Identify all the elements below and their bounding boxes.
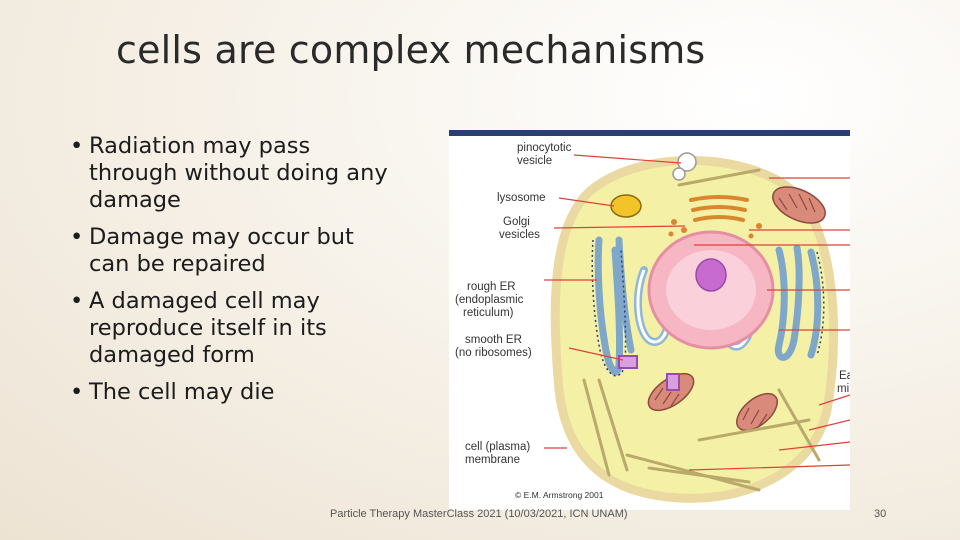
- bullet-item: •A damaged cell may reproduce itself in …: [70, 288, 400, 369]
- bullet-text: Radiation may pass through without doing…: [89, 133, 388, 213]
- label-cut-bottom: mi: [837, 383, 849, 395]
- label-endoplasmic: (endoplasmic: [455, 294, 524, 306]
- slide-footer: Particle Therapy MasterClass 2021 (10/03…: [330, 508, 628, 520]
- label-pointers: [544, 154, 850, 471]
- label-vesicle: vesicle: [517, 155, 552, 167]
- bullet-text: A damaged cell may reproduce itself in i…: [89, 288, 327, 368]
- page-number: 30: [874, 508, 887, 520]
- label-cut-top: Ea: [839, 370, 850, 382]
- bullet-text: The cell may die: [89, 379, 275, 405]
- mitochondrion-icon: [736, 392, 778, 432]
- lysosome-icon: [610, 194, 642, 218]
- bullet-item: •Radiation may pass through without doin…: [70, 133, 400, 214]
- nucleolus-icon: [695, 258, 727, 292]
- pinocytotic-vesicle-small-icon: [672, 167, 686, 181]
- figure-credit: © E.M. Armstrong 2001: [515, 490, 604, 500]
- rough-er-ribosomes: [591, 239, 627, 377]
- bullet-icon: •: [70, 288, 84, 314]
- rough-er-right-icon: [774, 244, 822, 361]
- label-rough-er: rough ER: [467, 281, 516, 293]
- pinocytotic-vesicle-icon: [677, 152, 697, 172]
- label-reticulum: reticulum): [463, 307, 514, 319]
- rough-er-icon: [594, 236, 635, 376]
- label-cell-plasma: cell (plasma): [465, 441, 530, 453]
- golgi-icon: [689, 195, 749, 222]
- label-golgi-vesicles: vesicles: [499, 229, 540, 241]
- bullet-icon: •: [70, 379, 84, 405]
- bullet-icon: •: [70, 133, 84, 159]
- bullet-item: •Damage may occur but can be repaired: [70, 224, 400, 278]
- mitochondrion-icon: [772, 186, 826, 224]
- label-pinocytotic: pinocytotic: [517, 142, 572, 154]
- bullet-text: Damage may occur but can be repaired: [89, 224, 354, 277]
- bullet-icon: •: [70, 224, 84, 250]
- label-no-ribosomes: (no ribosomes): [455, 347, 532, 359]
- mitochondrion-icon: [647, 372, 695, 412]
- figure-top-bar: [449, 130, 850, 136]
- animal-cell-diagram: pinocytotic vesicle lysosome Golgi vesic…: [449, 130, 850, 510]
- rough-er-right-ribosomes: [816, 251, 825, 356]
- label-golgi: Golgi: [503, 216, 530, 228]
- label-smooth-er: smooth ER: [465, 334, 522, 346]
- microtubule-icon: [582, 168, 821, 492]
- slide-title: cells are complex mechanisms: [116, 28, 706, 72]
- bullet-list: •Radiation may pass through without doin…: [70, 133, 400, 416]
- golgi-vesicles-icon: [668, 219, 762, 239]
- bullet-item: •The cell may die: [70, 379, 400, 406]
- centriole-icon: [618, 355, 680, 391]
- label-membrane: membrane: [465, 454, 520, 466]
- label-lysosome: lysosome: [497, 192, 546, 204]
